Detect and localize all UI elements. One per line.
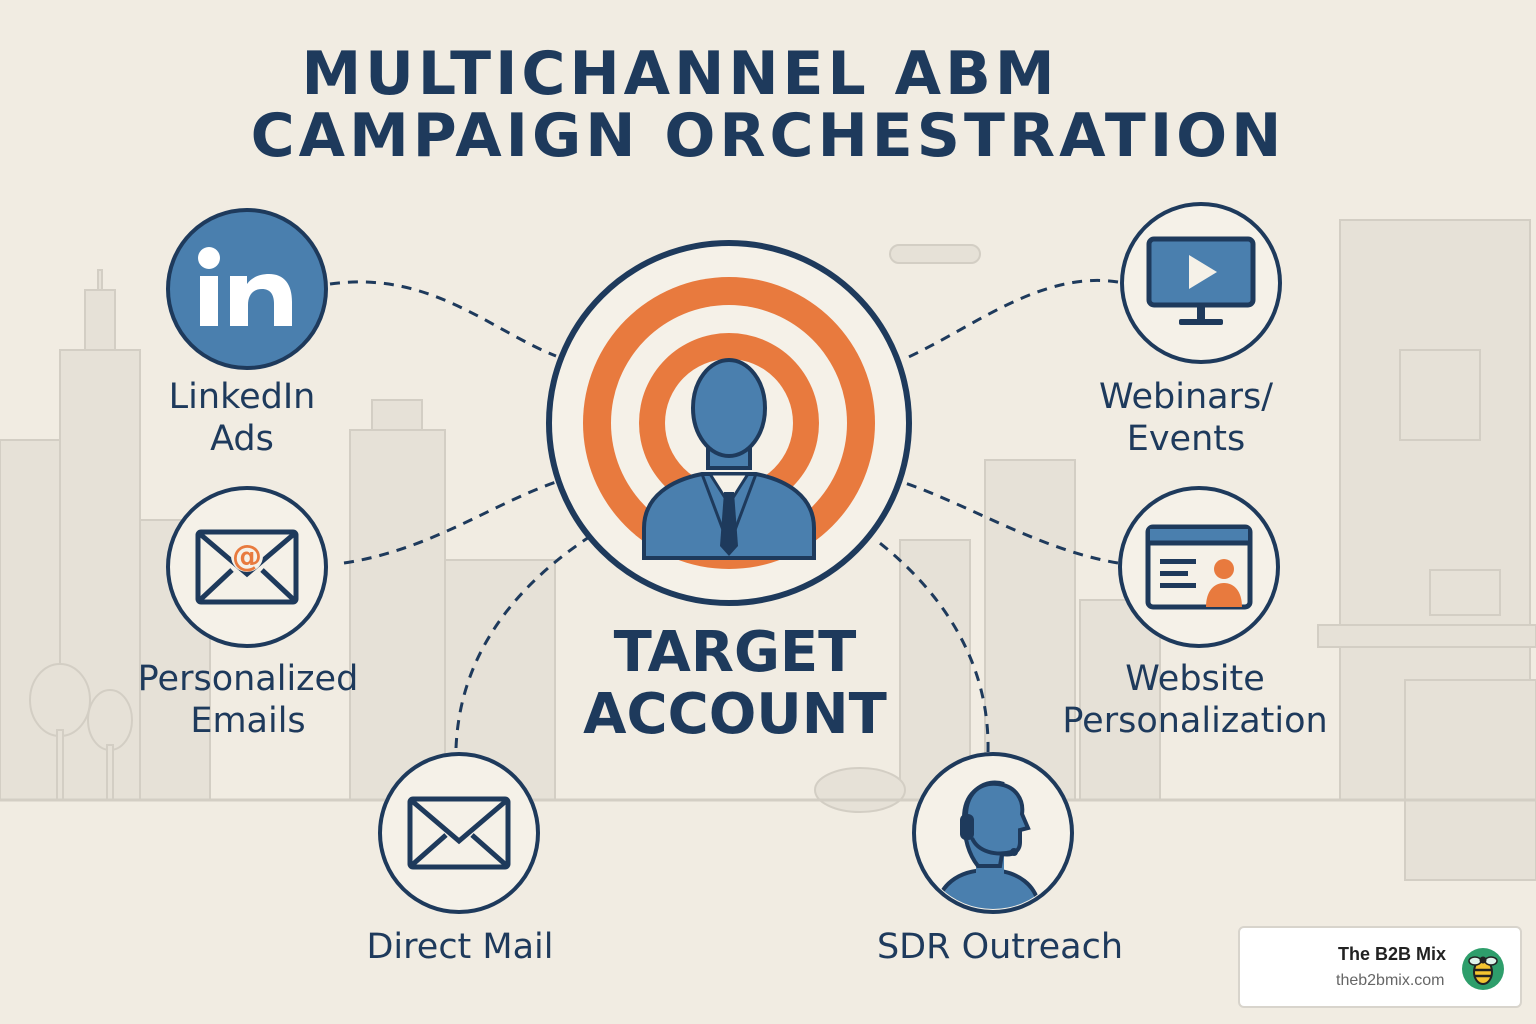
connector-mail [454, 528, 601, 749]
connector-webinars [901, 279, 1119, 362]
channel-node-emails: @ [166, 486, 328, 648]
brand-url: theb2bmix.com [1336, 972, 1445, 989]
headset-person-icon [933, 780, 1043, 909]
channel-label-sdr: SDR Outreach [860, 926, 1140, 968]
envelope-icon [407, 796, 511, 870]
connector-sdr [875, 538, 990, 753]
monitor-play-icon [1146, 236, 1256, 325]
channel-label-emails-line-1: Personalized [137, 659, 359, 699]
channel-label-emails: Personalized Emails [112, 658, 384, 742]
channel-label-direct-mail-line-1: Direct Mail [366, 927, 554, 967]
channel-label-direct-mail: Direct Mail [330, 926, 590, 968]
channel-label-linkedin: LinkedIn Ads [112, 376, 372, 460]
svg-text:@: @ [232, 539, 262, 574]
target-account-label-line-1: TARGET [613, 620, 857, 685]
brand-name: The B2B Mix [1338, 944, 1447, 964]
channel-node-sdr [912, 752, 1074, 914]
channel-node-linkedin [166, 208, 328, 370]
channel-label-linkedin-line-2: Ads [210, 419, 274, 459]
browser-user-icon [1145, 524, 1253, 610]
page-title-line-1: MULTICHANNEL ABM [301, 39, 1059, 109]
brand-card[interactable]: The B2B Mix theb2bmix.com [1238, 926, 1522, 1008]
page-title-line-2: CAMPAIGN ORCHESTRATION [250, 101, 1286, 171]
channel-label-linkedin-line-1: LinkedIn [168, 377, 316, 417]
channel-label-website-line-1: Website [1125, 659, 1265, 699]
channel-label-webinars: Webinars/ Events [1056, 376, 1316, 460]
channel-label-website-line-2: Personalization [1062, 701, 1328, 741]
target-account-label: TARGET ACCOUNT [560, 622, 910, 746]
channel-node-website [1118, 486, 1280, 648]
connector-emails [343, 480, 557, 565]
channel-node-webinars [1120, 202, 1282, 364]
channel-label-webinars-line-2: Events [1126, 419, 1246, 459]
target-account-label-line-2: ACCOUNT [583, 682, 887, 747]
linkedin-icon [198, 247, 292, 326]
connector-website [901, 480, 1119, 565]
channel-label-emails-line-2: Emails [190, 701, 306, 741]
bee-logo-icon [1462, 948, 1504, 990]
channel-label-sdr-line-1: SDR Outreach [876, 927, 1124, 967]
channel-node-direct-mail [378, 752, 540, 914]
connector-linkedin [329, 280, 557, 358]
channel-label-webinars-line-1: Webinars/ [1098, 377, 1274, 417]
target-account-hub [546, 240, 912, 606]
target-person-icon [583, 277, 875, 569]
at-envelope-icon: @ [195, 529, 299, 605]
channel-label-website: Website Personalization [1040, 658, 1350, 742]
